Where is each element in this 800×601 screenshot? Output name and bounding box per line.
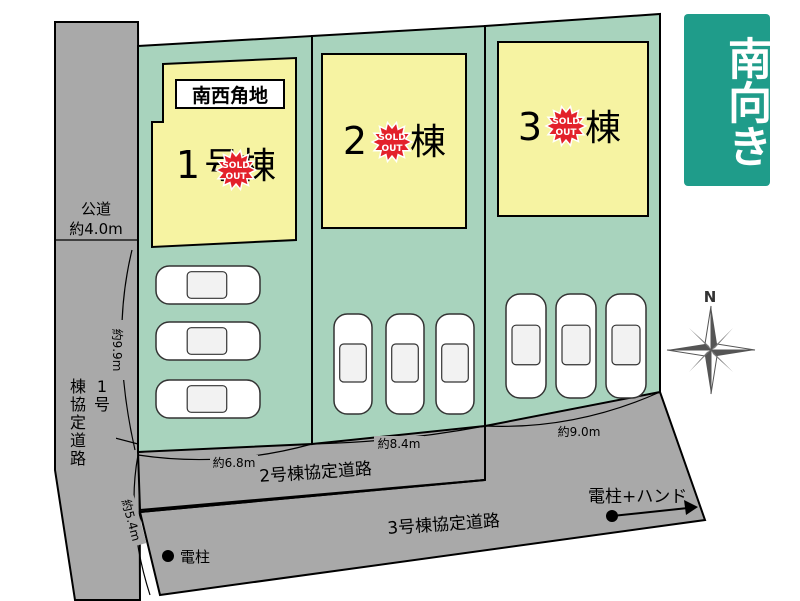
lot-3-sold-out-badge: SOLD OUT: [544, 104, 588, 148]
lot-1-parking: [155, 265, 261, 419]
lot2-front-dim-text: 約8.4m: [378, 436, 421, 451]
orientation-badge: 南向き: [684, 14, 771, 186]
lot-1-corner-label: 南西角地: [192, 84, 268, 107]
sold-text: SOLD: [378, 133, 405, 143]
pole-hand-label: 電柱+ハンド: [588, 487, 687, 507]
lot1-road-label-char: 定: [70, 413, 86, 432]
pole-dot-icon: [162, 550, 174, 562]
lot1-road-label-char: 棟: [70, 377, 86, 396]
sold-text: SOLD: [222, 161, 249, 171]
parked-car-icon: [155, 265, 261, 305]
lot1-road-label-char: 1: [97, 377, 107, 396]
parked-car-icon: [155, 379, 261, 419]
lot-2-suffix: 棟: [410, 122, 446, 163]
public-road-name: 公道: [81, 200, 111, 218]
hand-line: [611, 507, 689, 517]
pole-label: 電柱: [180, 548, 210, 566]
parked-car-icon: [333, 313, 373, 415]
parked-car-icon: [155, 321, 261, 361]
lot-1-number: 1: [176, 143, 200, 187]
parked-car-icon: [435, 313, 475, 415]
dim-curve-lot3-front: [484, 391, 661, 427]
lot1-road-label-char: 路: [70, 449, 86, 468]
lot1-front-dim-text: 約6.8m: [213, 455, 256, 470]
lot3-front-dim: 約9.0m: [554, 424, 604, 439]
lot-3-suffix: 棟: [585, 108, 621, 149]
lot1-side-dim-text: 約9.9m: [110, 329, 125, 372]
public-road-width: 約4.0m: [69, 220, 122, 238]
out-text: OUT: [555, 128, 577, 138]
road-divider: [139, 479, 486, 513]
lot1-front-dim: 約6.8m: [210, 455, 258, 470]
parked-car-icon: [505, 293, 547, 399]
lot-2-3-parking: [333, 293, 647, 415]
out-text: OUT: [225, 172, 247, 182]
lot-1-sold-out-badge: SOLD OUT: [214, 148, 258, 192]
public-road-label: 公道 約4.0m: [60, 196, 132, 238]
parked-car-icon: [605, 293, 647, 399]
lot-1-corner-box: [175, 79, 285, 109]
lot-2-number: 2: [343, 119, 367, 163]
lot1-road-label-char: 道: [70, 431, 86, 450]
out-text: OUT: [381, 144, 403, 154]
parked-car-icon: [385, 313, 425, 415]
sold-text: SOLD: [552, 117, 579, 127]
lot1-side-dim: 約9.9m: [110, 320, 126, 380]
compass-rose-icon: N: [666, 288, 756, 395]
parked-car-icon: [555, 293, 597, 399]
lot1-road-label-char: 協: [70, 395, 86, 414]
lot3-front-dim-text: 約9.0m: [558, 424, 601, 439]
lot-2-sold-out-badge: SOLD OUT: [370, 120, 414, 164]
lot2-front-dim: 約8.4m: [374, 436, 424, 451]
orientation-badge-text: 南向き: [720, 36, 771, 168]
lot-3-number: 3: [518, 105, 542, 149]
lot1-road-label-char: 号: [94, 395, 110, 414]
arrow-icon: [684, 500, 698, 515]
compass-north-label: N: [704, 288, 717, 306]
